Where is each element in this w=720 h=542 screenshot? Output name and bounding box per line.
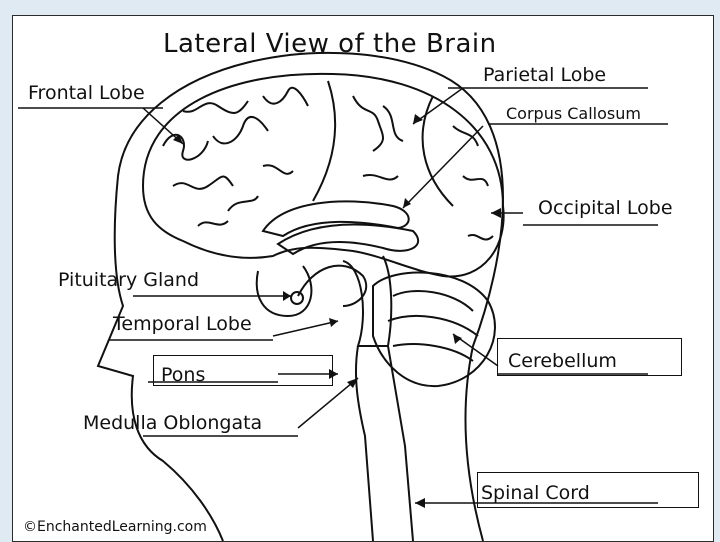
label-frontal-lobe: Frontal Lobe — [28, 82, 145, 104]
label-medulla-oblongata: Medulla Oblongata — [83, 412, 263, 434]
label-temporal-lobe: Temporal Lobe — [113, 313, 252, 335]
spinal-cord-label-box — [477, 472, 699, 508]
pituitary-shape — [290, 291, 304, 305]
temporal-lobe-shape — [255, 265, 313, 318]
pons-shape — [342, 255, 393, 347]
cerebellum-label-box — [497, 338, 682, 376]
label-parietal-lobe: Parietal Lobe — [483, 64, 607, 86]
pons-label-box — [153, 355, 333, 386]
label-occipital-lobe: Occipital Lobe — [538, 197, 673, 219]
label-corpus-callosum: Corpus Callosum — [506, 104, 641, 123]
medulla-shape — [354, 345, 374, 541]
corpus-callosum-shape — [261, 200, 410, 238]
diagram-canvas: Lateral View of the Brain Frontal Lobe P… — [12, 15, 714, 542]
label-cerebellum: Cerebellum — [508, 350, 617, 372]
copyright-credit: ©EnchantedLearning.com — [23, 519, 207, 535]
central-sulcus — [312, 80, 337, 202]
cerebellum-shape — [372, 271, 496, 388]
label-spinal-cord: Spinal Cord — [481, 482, 590, 504]
diagram-title: Lateral View of the Brain — [163, 29, 497, 59]
cerebrum-outline — [141, 72, 505, 278]
label-pons: Pons — [161, 364, 206, 386]
brain-illustration — [18, 51, 668, 541]
label-pituitary-gland: Pituitary Gland — [58, 269, 200, 291]
head-outline — [117, 51, 504, 541]
face-outline — [96, 175, 224, 541]
parietal-occipital-sulcus — [421, 95, 454, 207]
